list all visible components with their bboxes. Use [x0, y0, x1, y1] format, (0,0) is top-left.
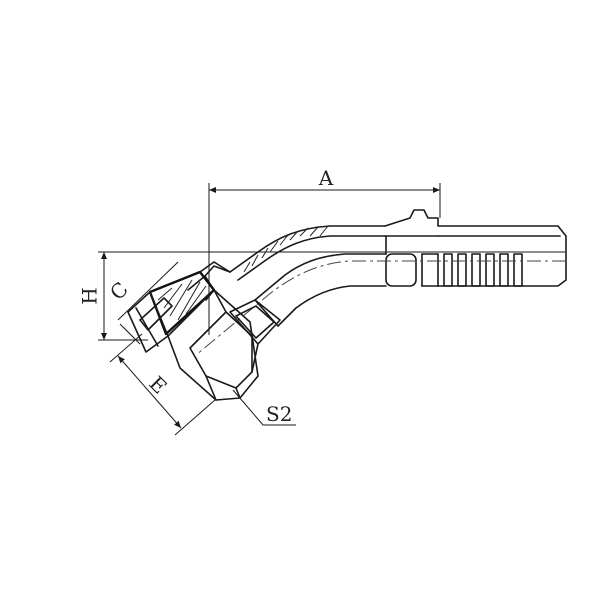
- dimension-h: H: [78, 251, 565, 341]
- hex-edge-3: [235, 387, 241, 399]
- sleeve-hatch: [157, 279, 207, 321]
- dimension-a-label: A: [318, 166, 334, 190]
- elbow-upper-hatch: [243, 225, 329, 273]
- hex-edge-1: [213, 289, 227, 313]
- swivel-nut: [127, 261, 281, 401]
- sleeve-step: [199, 261, 215, 273]
- dimension-e-ext-1: [109, 333, 143, 363]
- elbow-centerline: [195, 260, 566, 356]
- thread-ring: [139, 297, 173, 331]
- hose-tail: [384, 209, 567, 287]
- s2-leader-line: [232, 389, 296, 426]
- hex-nut-body: [167, 289, 259, 401]
- tail-outline: [384, 209, 567, 287]
- collar-edge-2: [251, 343, 259, 373]
- dimension-c-line: [117, 261, 179, 321]
- tail-collar: [385, 253, 417, 287]
- dimension-h-label: H: [78, 287, 102, 304]
- s2-label: S2: [266, 402, 292, 426]
- dimension-a: A: [208, 166, 441, 335]
- tail-serrations: [385, 253, 523, 287]
- elbow-lower-inner: [254, 253, 387, 301]
- dimension-c-ext-1: [119, 323, 141, 345]
- nut-collar: [229, 299, 281, 345]
- dimension-c-label: C: [105, 277, 133, 305]
- sleeve-step-2: [213, 261, 231, 273]
- seat-line-1: [187, 275, 206, 291]
- dimension-e-ext-2: [174, 399, 216, 436]
- collar-edge: [254, 299, 279, 327]
- s2-callout: S2: [232, 389, 296, 426]
- elbow-outer-wall: [229, 225, 386, 273]
- elbow-tube: [195, 225, 566, 356]
- dimension-e-label: E: [144, 371, 171, 398]
- thread-end-face: [127, 291, 169, 353]
- thread-line: [135, 307, 159, 347]
- hex-edge-2: [205, 375, 217, 401]
- dimension-e-line: [117, 355, 182, 429]
- elbow-upper-inner: [237, 235, 386, 281]
- elbow-lower-outer: [277, 285, 387, 327]
